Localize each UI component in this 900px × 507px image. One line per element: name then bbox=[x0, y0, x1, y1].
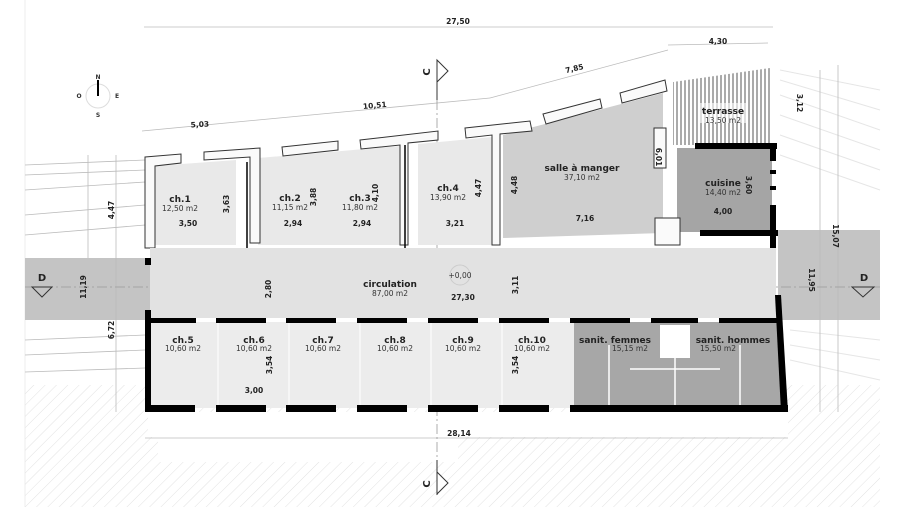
room-ch8-area: 10,60 m2 bbox=[377, 344, 413, 353]
lower-wing bbox=[145, 258, 788, 412]
section-marker-d-left: D bbox=[30, 273, 54, 298]
room-ch9-area: 10,60 m2 bbox=[445, 344, 481, 353]
dimensions-ch3_w-label: 2,94 bbox=[353, 219, 372, 228]
room-ch1-name: ch.1 bbox=[169, 195, 190, 205]
dimensions-cuisine_w-label: 4,00 bbox=[714, 207, 733, 216]
dimensions-circ_level-label: +0,00 bbox=[449, 271, 472, 280]
sanitary-floor bbox=[574, 322, 783, 408]
room-ch6-name: ch.6 bbox=[243, 336, 264, 346]
section-d-band-right bbox=[778, 230, 880, 320]
terrasse-area: 13,50 m2 bbox=[705, 116, 741, 125]
dimensions-ch1_w-label: 3,50 bbox=[179, 219, 198, 228]
room-sanit-femmes-name: sanit. femmes bbox=[579, 336, 651, 346]
dimensions-bottom-label: 28,14 bbox=[447, 429, 471, 438]
dimensions-seg_503-label: 5,03 bbox=[190, 120, 209, 130]
terrasse-name: terrasse bbox=[702, 107, 744, 117]
room-ch7-name: ch.7 bbox=[312, 336, 333, 346]
terrasse-label-bg bbox=[700, 103, 746, 123]
room-cuisine-name: cuisine bbox=[705, 179, 741, 189]
dimensions-ch4_h-label: 4,47 bbox=[474, 179, 483, 198]
room-ch9-name: ch.9 bbox=[452, 336, 473, 346]
facade-wall-south bbox=[145, 405, 788, 412]
dimensions-ch4_w-label: 3,21 bbox=[446, 219, 465, 228]
room-ch5-area: 10,60 m2 bbox=[165, 344, 201, 353]
dimensions-right_312-label: 3,12 bbox=[795, 94, 804, 113]
dimensions-seg_785-label: 7,85 bbox=[564, 62, 584, 75]
level-marker bbox=[449, 264, 471, 286]
dimensions-left_447-label: 4,47 bbox=[107, 201, 116, 220]
dimensions-left_1119-label: 11,19 bbox=[79, 275, 88, 299]
room-ch6-area: 10,60 m2 bbox=[236, 344, 272, 353]
dimensions-ch2_h-label: 3,88 bbox=[309, 188, 318, 207]
room-cuisine-floor bbox=[677, 148, 772, 232]
dimensions-left_672-label: 6,72 bbox=[107, 321, 116, 340]
room-ch3-name: ch.3 bbox=[349, 194, 370, 204]
compass-south-label: S bbox=[96, 112, 100, 119]
room-sanit-hommes-name: sanit. hommes bbox=[696, 336, 771, 346]
section-marker-c-top: C bbox=[422, 58, 449, 100]
room-ch5-name: ch.5 bbox=[172, 336, 193, 346]
room-ch4-name: ch.4 bbox=[437, 184, 458, 194]
dimensions-salle_h-label: 4,48 bbox=[510, 176, 519, 195]
room-ch8-name: ch.8 bbox=[384, 336, 405, 346]
dimensions-seg_1051-label: 10,51 bbox=[363, 100, 387, 111]
dimensions-ch6_w-label: 3,00 bbox=[245, 386, 264, 395]
section-marker-c-bottom: C bbox=[422, 460, 449, 496]
north-arrow-compass: N S E O bbox=[76, 74, 119, 119]
dimensions-ch3_h-label: 4,10 bbox=[371, 184, 380, 203]
section-marker-d-right: D bbox=[850, 273, 876, 298]
dimensions-salle_r-label: 6,01 bbox=[654, 148, 663, 167]
compass-north-label: N bbox=[95, 74, 100, 81]
room-sanit-femmes-area: 15,15 m2 bbox=[612, 344, 648, 353]
room-ch10-name: ch.10 bbox=[518, 336, 546, 346]
compass-west-label: O bbox=[76, 93, 81, 100]
dimension-labels: 27,50 4,30 7,85 10,51 5,03 4,47 11,19 6,… bbox=[79, 17, 840, 438]
sections-d_left-label: D bbox=[38, 273, 46, 284]
room-ch10-area: 10,60 m2 bbox=[514, 344, 550, 353]
dimensions-right_1507-label: 15,07 bbox=[831, 224, 840, 248]
dimensions-ch2_w-label: 2,94 bbox=[284, 219, 303, 228]
room-ch3-area: 11,80 m2 bbox=[342, 203, 378, 212]
dimensions-circ_h2-label: 3,11 bbox=[511, 276, 520, 295]
section-d-band-left bbox=[25, 258, 150, 320]
room-salle-floor bbox=[503, 93, 663, 238]
room-labels: ch.1 12,50 m2 ch.2 11,15 m2 ch.3 11,80 m… bbox=[162, 107, 770, 353]
dimensions-overall_top-label: 27,50 bbox=[446, 17, 470, 26]
room-ch2-area: 11,15 m2 bbox=[272, 203, 308, 212]
room-circulation-area: 87,00 m2 bbox=[372, 289, 408, 298]
dimensions-terrace_top-label: 4,30 bbox=[709, 37, 728, 46]
sections-d_right-label: D bbox=[860, 273, 868, 284]
room-ch2-name: ch.2 bbox=[279, 194, 300, 204]
corridor-wall bbox=[150, 318, 779, 323]
room-ch3-floor bbox=[330, 146, 400, 245]
dimensions-circ_h-label: 2,80 bbox=[264, 280, 273, 299]
room-ch7-area: 10,60 m2 bbox=[305, 344, 341, 353]
dimensions-right_1195-label: 11,95 bbox=[807, 268, 816, 292]
dimensions-ch6_h-label: 3,54 bbox=[265, 356, 274, 375]
room-salle-area: 37,10 m2 bbox=[564, 173, 600, 182]
room-ch1-area: 12,50 m2 bbox=[162, 204, 198, 213]
room-salle-name: salle à manger bbox=[545, 164, 620, 174]
dimensions-cuisine_h-label: 3,60 bbox=[744, 176, 753, 195]
room-ch4-area: 13,90 m2 bbox=[430, 193, 466, 202]
upper-wing bbox=[144, 68, 778, 255]
dimensions-salle_w-label: 7,16 bbox=[576, 214, 595, 223]
compass-east-label: E bbox=[115, 93, 119, 100]
dimensions-ch10_h-label: 3,54 bbox=[511, 356, 520, 375]
room-ch4-floor bbox=[418, 137, 492, 245]
room-cuisine-area: 14,40 m2 bbox=[705, 188, 741, 197]
room-ch1-floor bbox=[155, 160, 236, 245]
dimensions-circ_w-label: 27,30 bbox=[451, 293, 475, 302]
sections-c_top-label: C bbox=[422, 68, 433, 75]
sections-c_bottom-label: C bbox=[422, 480, 433, 487]
rooms-lower-floor bbox=[150, 322, 574, 408]
room-ch2-floor bbox=[258, 152, 330, 245]
room-sanit-hommes-area: 15,50 m2 bbox=[700, 344, 736, 353]
room-circulation-floor bbox=[150, 248, 776, 318]
room-circulation-name: circulation bbox=[363, 280, 417, 290]
dimensions-ch1_h-label: 3,63 bbox=[222, 195, 231, 214]
